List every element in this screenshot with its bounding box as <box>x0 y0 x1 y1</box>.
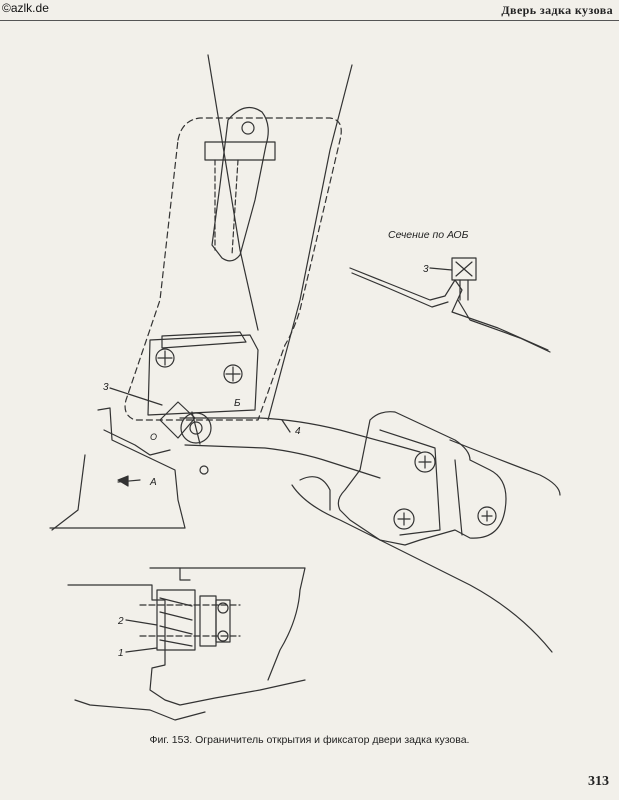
callout-3-main: 3 <box>103 382 109 393</box>
pivot-dot <box>199 465 209 475</box>
fixator-bracket <box>67 584 306 706</box>
upper-hinge-bracket <box>211 106 269 262</box>
door-skin-curve <box>291 484 553 653</box>
callout-b: Б <box>234 398 241 409</box>
callout-3-section: 3 <box>423 264 429 275</box>
callout-a: А <box>149 477 157 488</box>
callout-2: 2 <box>117 616 124 627</box>
door-edge-panel <box>49 407 186 529</box>
upper-hinge-hole <box>241 121 255 135</box>
upper-hinge-pin <box>204 141 276 161</box>
section-label: Сечение по АОБ <box>388 229 469 241</box>
limiter-strap-4 <box>179 417 421 453</box>
fixator-plate <box>199 595 217 647</box>
fixator-block <box>156 589 196 651</box>
section-bolt-head <box>451 257 477 281</box>
pillar-inner-line <box>267 64 353 421</box>
strap-bolt-bottom <box>393 508 415 530</box>
page-number: 313 <box>588 774 609 789</box>
strap-end-body <box>337 411 507 546</box>
pivot-disc <box>180 412 212 444</box>
callout-1: 1 <box>118 648 124 659</box>
mid-bolt-right <box>223 364 243 384</box>
mid-bolt-left <box>155 348 175 368</box>
hinge-housing-outline <box>124 117 342 421</box>
pillar-outer-line <box>207 54 259 331</box>
callout-o: О <box>150 432 157 442</box>
running-head: Дверь задка кузова <box>501 3 613 17</box>
header-rule <box>0 20 619 21</box>
watermark: ©azlk.de <box>2 1 49 15</box>
strap-bolt-top <box>414 451 436 473</box>
callout-4: 4 <box>295 426 301 437</box>
mid-plate <box>147 334 259 416</box>
strap-bolt-end <box>477 506 497 526</box>
figure-caption: Фиг. 153. Ограничитель открытия и фиксат… <box>149 734 470 746</box>
